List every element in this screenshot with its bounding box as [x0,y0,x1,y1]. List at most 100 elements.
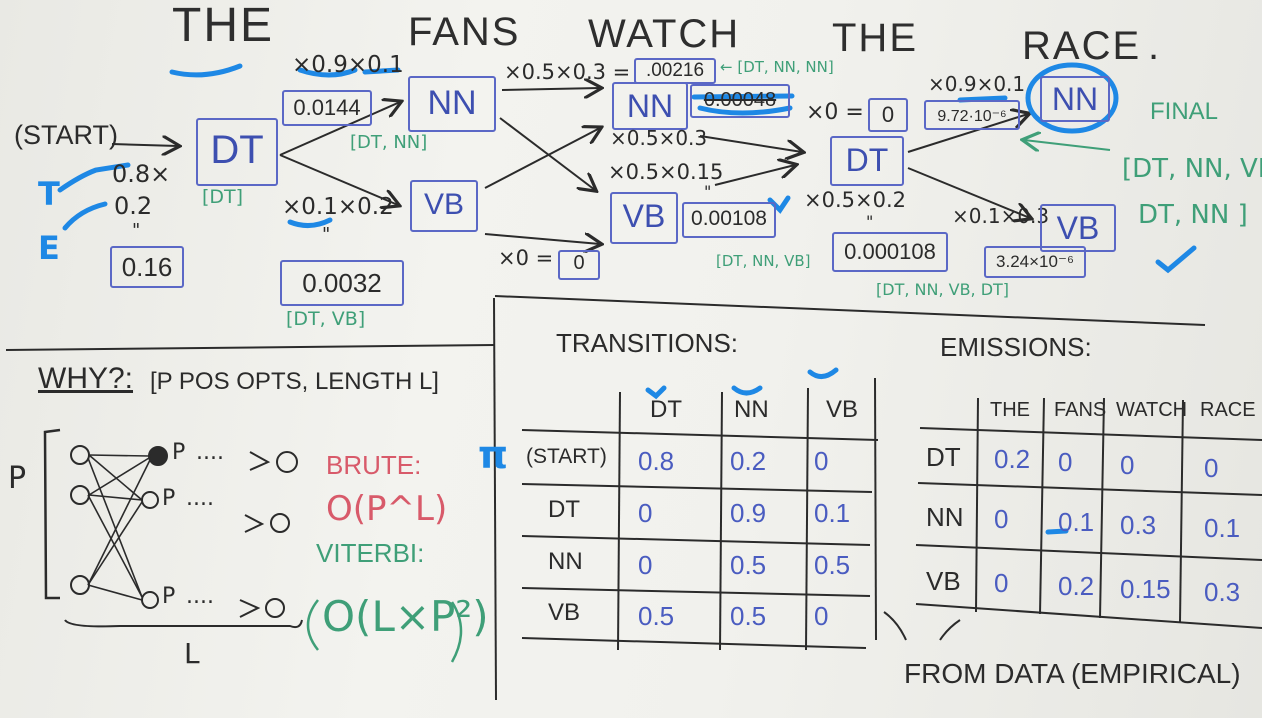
emissions-cell: 0 [1204,453,1219,483]
transitions-row-label: DT [548,496,580,523]
node-vb-2-label: VB [423,188,465,221]
word-the-2: THE [832,16,918,60]
emissions-cell: 0.1 [1058,507,1095,537]
node-nn-3: NN [612,82,688,130]
calc-vb-2: ×0.1×0.2 [282,194,394,220]
why-p-label: P [8,461,27,496]
prob-nn-5: 9.72·10⁻⁶ [937,108,1007,125]
trellis-node-1: P [172,440,186,465]
word-watch: WATCH [588,12,741,56]
emissions-cell: 0.15 [1120,574,1171,604]
transitions-cell: 0.8 [638,446,675,476]
prob-nn-4: 0 [881,102,895,127]
node-nn-3-label: NN [626,88,674,124]
emissions-row-label: VB [926,566,961,596]
calc-nn-2: ×0.9×0.1 [292,52,404,78]
node-dt-4-label: DT [845,142,889,178]
footer-note: FROM DATA (EMPIRICAL) [904,658,1241,689]
viterbi-cost: O(L×P²) [322,592,489,641]
transitions-col-header: NN [734,396,769,423]
eq-vb-2: " [322,224,331,245]
path-vb-2: [DT, VB] [286,308,366,330]
emissions-cell: 0 [1058,447,1073,477]
brute-cost: O(P^L) [326,489,448,529]
emissions-col-header: RACE [1200,399,1256,421]
node-vb-5-label: VB [1056,210,1100,246]
emissions-cell: 0.1 [1204,513,1241,543]
transitions-title: TRANSITIONS: [556,328,739,358]
prob-dt-4-box: 0.000108 [832,232,948,272]
prob-top-3: .00216 [645,60,705,81]
transitions-cell: 0 [638,550,653,580]
calc-dt-4: ×0.5×0.2 [804,188,906,212]
prob-vb-2: 0.0032 [302,268,382,298]
transitions-row-label: VB [548,599,581,626]
start-equals: " [132,220,141,241]
final-path-2: DT, NN ] [1138,200,1248,230]
node-nn-5-label: NN [1051,81,1099,117]
final-path-1: [DT, NN, VB, [1122,154,1262,184]
brute-label: BRUTE: [326,450,422,480]
why-l-label: L [184,637,200,670]
prob-top-3-box: .00216 [634,58,716,84]
emissions-col-header: WATCH [1116,399,1188,421]
emissions-col-header: THE [990,399,1030,421]
transitions-cell: 0 [638,498,653,528]
emissions-cell: 0 [994,504,1009,534]
start-label: (START) [14,120,118,150]
prob-vb-3-box: 0.00108 [682,202,776,238]
prob-nn-2-box: 0.0144 [282,90,372,126]
calc-top-3: ×0.5×0.3 = [504,60,631,84]
sentence-period: . [1148,24,1162,68]
viterbi-label: VITERBI: [316,538,425,568]
trellis-dots-2: .... [186,486,214,511]
prob-dt-4: 0.000108 [844,239,936,264]
node-vb-3: VB [610,192,678,244]
why-title: WHY?: [38,362,134,395]
word-fans: FANS [408,10,521,54]
prob-nn-2: 0.0144 [293,95,361,120]
prob-vb-5: 3.24×10⁻⁶ [996,252,1074,271]
calc-nn-5: ×0.9×0.1 [928,72,1026,96]
node-vb-3-label: VB [622,198,666,234]
node-dt-1: DT [196,118,278,186]
emissions-cell: 0.3 [1120,510,1157,540]
trellis-dots-1: .... [196,440,224,465]
calc-bottom-3: ×0 = [498,246,554,270]
word-the: THE [172,0,274,52]
start-prob: 0.16 [121,252,173,282]
transitions-cell: 0.5 [730,550,767,580]
prob-nn-5-box: 9.72·10⁻⁶ [924,100,1020,130]
node-vb-2: VB [410,180,478,232]
path-nn-2: [DT, NN] [350,132,428,153]
start-mult-1: 0.8× [112,160,171,188]
eq-dt-4: " [866,212,874,231]
prob-bottom-3-box: 0 [558,250,600,280]
transitions-col-header: VB [826,396,859,423]
path-dt-1: [DT] [202,186,244,208]
path-vb-3: [DT, NN, VB] [716,252,811,270]
word-race: RACE [1022,24,1142,68]
emissions-title: EMISSIONS: [940,332,1092,362]
emissions-cell: 0.2 [1058,571,1095,601]
emissions-cell: 0 [994,568,1009,598]
transitions-cell: 0.5 [638,601,675,631]
final-label: FINAL [1150,98,1219,125]
emissions-cell: 0.2 [994,444,1031,474]
transitions-cell: 0 [814,446,829,476]
prob-vb-3: 0.00108 [691,207,767,230]
transitions-cell: 0.5 [814,550,851,580]
transitions-cell: 0 [814,601,829,631]
node-nn-2: NN [408,76,496,132]
trellis-dots-3: .... [186,584,214,609]
prob-nn-3-box: 0.00048 [690,84,790,118]
transitions-row-label: (START) [526,445,607,468]
emissions-cell: 0 [1120,450,1135,480]
emissions-row-label: DT [926,442,961,472]
calc-mid-3b: ×0.5×0.15 [608,160,724,184]
node-dt-1-label: DT [210,128,264,172]
pi-symbol: π [478,433,509,477]
emission-t-letter: T [38,175,60,213]
path-top-3: ← [DT, NN, NN] [720,58,834,76]
